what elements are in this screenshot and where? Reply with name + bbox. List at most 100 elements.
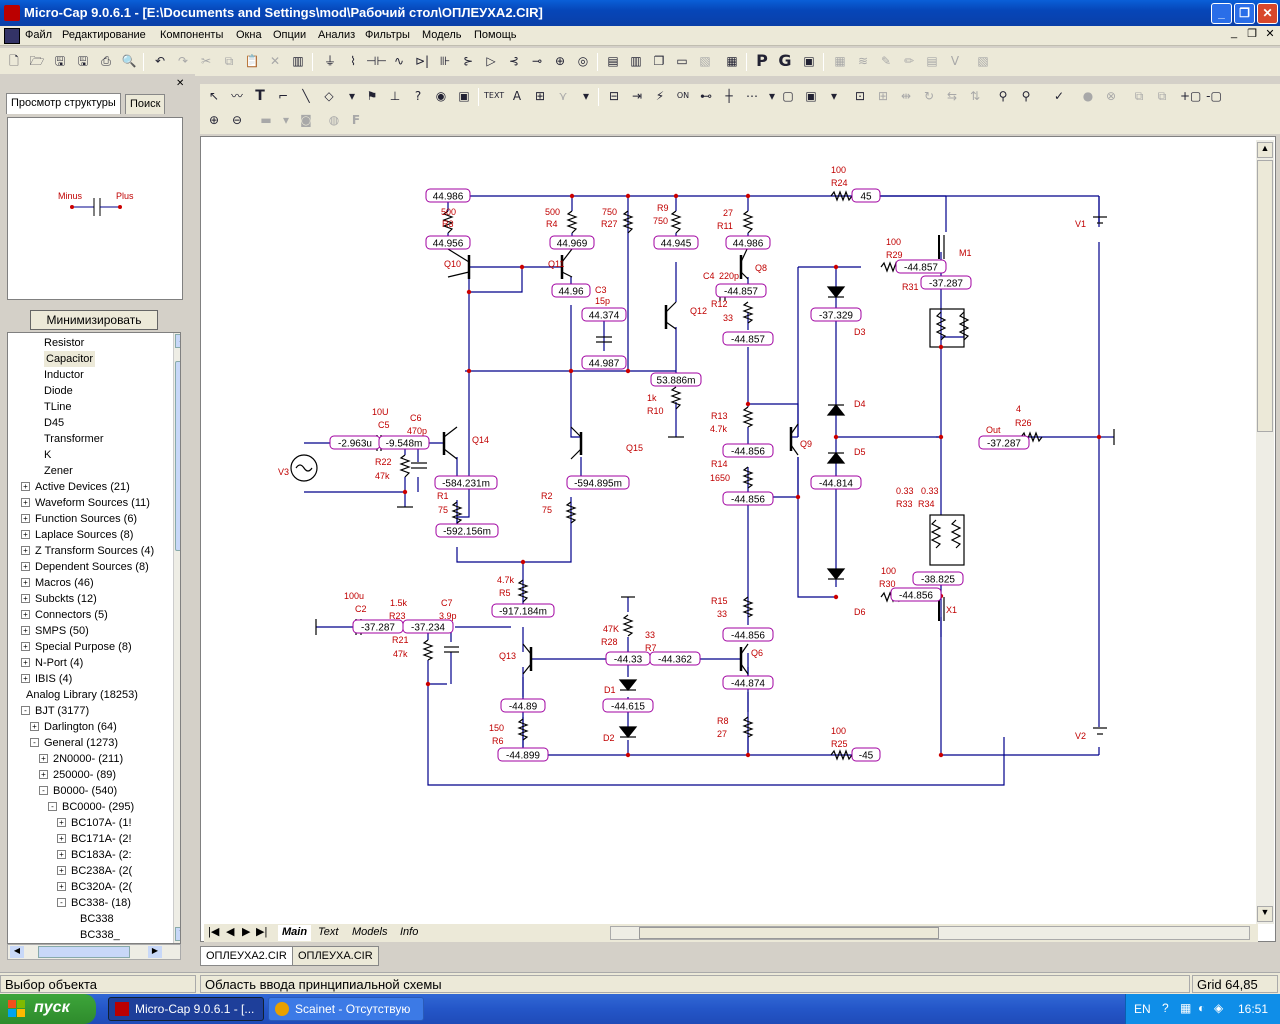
tree-item[interactable]: 250000- (89) <box>53 769 116 781</box>
print-preview-icon[interactable]: 🔍 <box>121 54 137 68</box>
tree-item[interactable]: Function Sources (6) <box>35 513 138 525</box>
tree-expander[interactable]: + <box>30 722 39 731</box>
tree-expander[interactable]: + <box>21 610 30 619</box>
tab-search[interactable]: Поиск <box>125 94 166 114</box>
speaker-tray-icon[interactable]: ◐ <box>1198 1001 1206 1015</box>
tree-item[interactable]: Special Purpose (8) <box>35 641 132 653</box>
tree-item[interactable]: Zener <box>44 465 73 477</box>
tree-item[interactable]: Connectors (5) <box>35 609 108 621</box>
tree-expander[interactable]: + <box>57 818 66 827</box>
menu-windows[interactable]: Окна <box>236 29 262 41</box>
tab-structure-view[interactable]: Просмотр структуры <box>6 93 121 114</box>
menu-edit[interactable]: Редактирование <box>62 29 146 41</box>
vt-icon[interactable]: V <box>950 54 960 68</box>
mdi-close-button[interactable]: ✕ <box>1265 28 1275 40</box>
pin-icon[interactable]: ⊥ <box>389 89 401 103</box>
redo-icon[interactable]: ↷ <box>177 54 189 68</box>
tree-item[interactable]: BC0000- (295) <box>62 801 135 813</box>
document-icon[interactable] <box>4 28 20 44</box>
prev-page-icon[interactable]: ◀ <box>226 926 235 938</box>
attribute-icon[interactable]: A <box>512 89 522 103</box>
globe-icon[interactable]: ◍ <box>328 113 340 127</box>
pin-end-icon[interactable]: ⊷ <box>700 89 712 103</box>
node-numbers-icon[interactable]: ▾ <box>582 89 590 103</box>
tile-horizontal-icon[interactable]: ▤ <box>607 54 619 68</box>
component-panel-icon[interactable]: ▣ <box>803 54 815 68</box>
menu-options[interactable]: Опции <box>273 29 307 41</box>
tree-item[interactable]: BC338- (18) <box>71 897 131 909</box>
pnp-icon[interactable]: ⊰ <box>508 54 520 68</box>
tab-models[interactable]: Models <box>352 926 388 938</box>
maximize-button[interactable]: ❐ <box>1234 3 1255 24</box>
tree-item[interactable]: Darlington (64) <box>44 721 117 733</box>
split-window-icon[interactable]: ▧ <box>699 54 711 68</box>
cut-icon[interactable]: ✂ <box>200 54 212 68</box>
menu-file[interactable]: Файл <box>25 29 53 41</box>
scroll-left-icon[interactable]: ◀ <box>10 946 24 958</box>
tree-item[interactable]: Inductor <box>44 369 84 381</box>
minimize-button[interactable]: _ <box>1211 3 1232 24</box>
tree-expander[interactable]: + <box>21 658 30 667</box>
opamp-icon[interactable]: ▷ <box>486 54 496 68</box>
ungroup-icon[interactable]: ⧉ <box>1157 89 1167 103</box>
paste-icon[interactable]: 📋 <box>244 54 260 68</box>
delete-icon[interactable]: ✕ <box>269 54 281 68</box>
menu-model[interactable]: Модель <box>422 29 462 41</box>
tree-expander[interactable]: + <box>21 594 30 603</box>
grid-g-icon[interactable]: G <box>778 51 792 70</box>
tree-expander[interactable]: + <box>21 482 30 491</box>
zoom-dropdown-icon[interactable]: ▾ <box>282 113 290 127</box>
canvas-horizontal-scrollbar[interactable] <box>610 926 1250 940</box>
select-mode-icon[interactable]: ↖ <box>208 89 220 103</box>
line-icon[interactable]: ╲ <box>302 89 310 103</box>
text-toggle-icon[interactable]: TEXT <box>484 91 505 100</box>
find-next-icon[interactable]: ⚲ <box>1021 89 1031 103</box>
tree-item[interactable]: B0000- (540) <box>53 785 118 797</box>
language-indicator[interactable]: EN <box>1134 1002 1151 1016</box>
export-icon[interactable]: ▧ <box>977 54 989 68</box>
canvas-scroll-thumb[interactable] <box>1257 160 1273 432</box>
cross-icon[interactable]: ┼ <box>725 89 733 103</box>
tree-vertical-scrollbar[interactable]: ▲ ▼ <box>173 333 180 943</box>
tree-item[interactable]: Capacitor <box>44 351 96 367</box>
tree-expander[interactable]: + <box>21 626 30 635</box>
mdi-restore-button[interactable]: ❐ <box>1247 28 1257 40</box>
schematic-drawing[interactable]: 44.98644.95644.96944.94544.986-44.857-37… <box>201 137 1255 923</box>
resistor-icon[interactable]: ⌇ <box>350 54 356 68</box>
switch-icon[interactable]: ⊸ <box>531 54 543 68</box>
tree-expander[interactable]: - <box>21 706 30 715</box>
menu-help[interactable]: Помощь <box>474 29 517 41</box>
tree-item[interactable]: BJT (3177) <box>35 705 90 717</box>
grid-dropdown-icon[interactable]: ▾ <box>768 89 776 103</box>
select-all-icon[interactable]: ▥ <box>292 54 304 68</box>
sine-source-icon[interactable]: ◎ <box>577 54 589 68</box>
tree-item[interactable]: Dependent Sources (8) <box>35 561 149 573</box>
diode-icon[interactable]: ⊳| <box>414 54 430 68</box>
mirror-h-icon[interactable]: ⇆ <box>946 89 958 103</box>
cascade-icon[interactable]: ❐ <box>653 54 665 68</box>
tree-horizontal-scrollbar[interactable]: ◀ ▶ <box>7 944 181 960</box>
page-p-icon[interactable]: P <box>756 51 768 70</box>
tree-expander[interactable]: + <box>57 866 66 875</box>
panel-close-icon[interactable]: ✕ <box>176 78 185 89</box>
grid-text-icon[interactable]: ⊞ <box>534 89 546 103</box>
source-icon[interactable]: ⊕ <box>554 54 566 68</box>
shapes-icon[interactable]: ◇ <box>324 89 334 103</box>
pencil-icon[interactable]: ✏ <box>903 54 915 68</box>
tree-item[interactable]: BC338_ <box>80 929 120 941</box>
camera-icon[interactable]: ◙ <box>300 113 312 127</box>
menu-filters[interactable]: Фильтры <box>365 29 410 41</box>
tab-text[interactable]: Text <box>318 926 339 938</box>
node-voltage-icon[interactable]: ⊟ <box>608 89 620 103</box>
tree-item[interactable]: IBIS (4) <box>35 673 73 685</box>
calculator-icon[interactable]: ▦ <box>726 54 738 68</box>
save-all-icon[interactable]: 🖫 <box>77 54 89 68</box>
add-page-icon[interactable]: +▢ <box>1180 89 1202 103</box>
grid-dots-icon[interactable]: ▦ <box>834 54 846 68</box>
tree-item[interactable]: Resistor <box>44 337 85 349</box>
tree-item[interactable]: 2N0000- (211) <box>53 753 124 765</box>
tree-item[interactable]: BC183A- (2: <box>71 849 132 861</box>
probe-icon[interactable]: ✎ <box>880 54 892 68</box>
tree-item[interactable]: BC238A- (2( <box>71 865 133 877</box>
